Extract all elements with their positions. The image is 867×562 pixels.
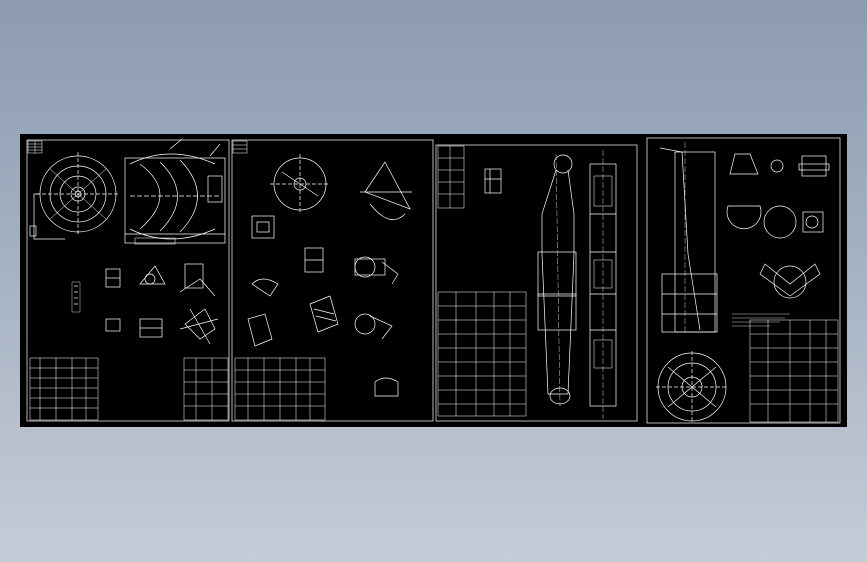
cad-drawing-canvas[interactable] [20, 134, 847, 427]
sheet-4-border [646, 137, 841, 424]
sheet-4-small-details [726, 153, 830, 299]
sheet-3 [435, 144, 638, 422]
connecting-rod-view [537, 153, 577, 407]
sheet-3-bom-table [437, 291, 527, 417]
shaft-side-view [589, 150, 617, 419]
wheel-view [656, 351, 728, 423]
sheet-3-small-detail [484, 168, 502, 194]
sheet-4 [646, 137, 841, 424]
sheet-2-details [247, 215, 399, 397]
sheet-1-corner-table [27, 140, 43, 154]
side-assembly-view [124, 138, 226, 245]
sheet-1-details [71, 263, 219, 345]
sheet-2-bom-table [234, 357, 326, 421]
sheet-2-circle-view [270, 154, 330, 214]
sheet-1-title-block [183, 357, 229, 421]
sheet-4-title-block [749, 319, 839, 423]
sheet-1-border [26, 139, 230, 422]
sheet-1 [26, 138, 230, 422]
sheet-2-cone-view [360, 161, 412, 220]
sheet-2 [231, 139, 434, 422]
text-notes [732, 313, 790, 327]
sheet-1-bom-table [29, 357, 99, 421]
cad-drawing-svg [26, 137, 841, 424]
sheet-2-border [231, 139, 434, 422]
sheet-3-corner-table [437, 145, 465, 209]
flywheel-front-view [29, 152, 120, 240]
sheet-2-corner-table [232, 140, 248, 154]
sheet-3-border [435, 144, 638, 422]
tapered-part-view [659, 142, 718, 333]
